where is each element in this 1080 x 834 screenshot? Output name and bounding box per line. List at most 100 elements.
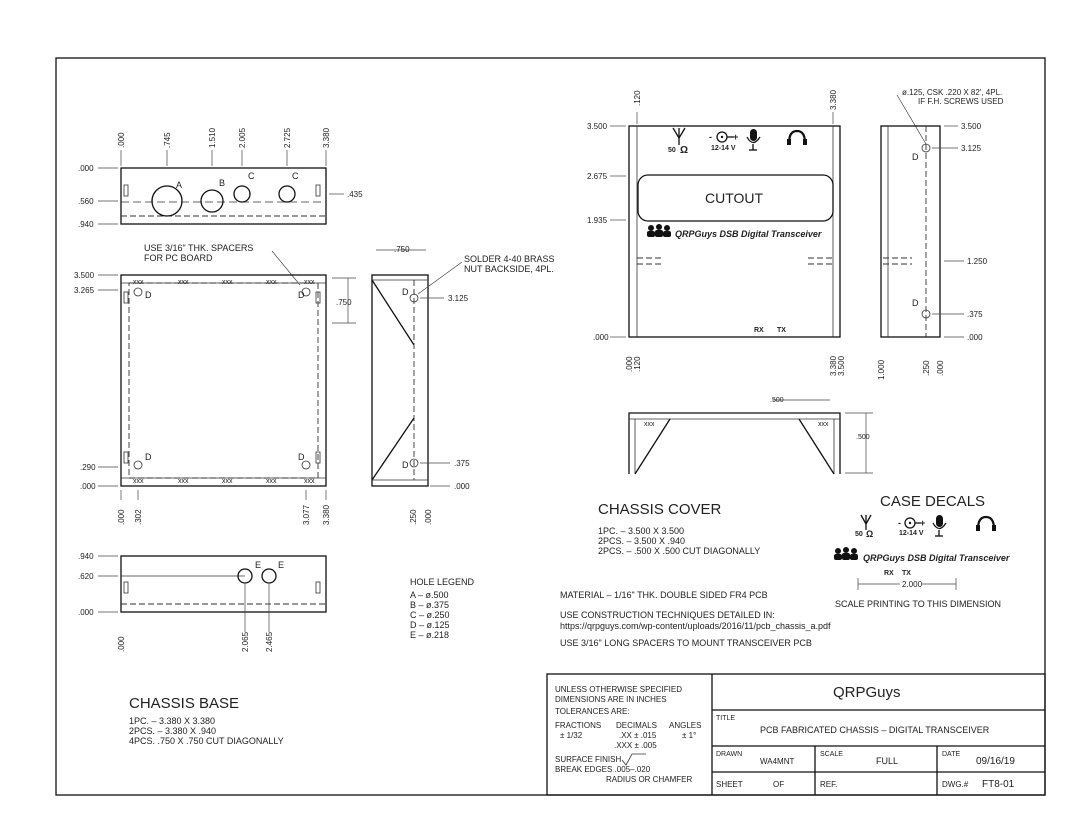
voltage-label: 12-14 V — [711, 145, 736, 152]
side-d-1: D — [912, 152, 919, 162]
gusset-dim-000: .000 — [454, 482, 470, 491]
gusset-d-2: D — [402, 460, 409, 470]
d-label-1: D — [145, 290, 152, 300]
ref-label: REF. — [820, 780, 837, 789]
d-label-2: D — [298, 290, 305, 300]
side-dim-x-2465: 2.465 — [265, 631, 274, 652]
xxx-5: xxx — [304, 279, 315, 286]
title-block: UNLESS OTHERWISE SPECIFIED DIMENSIONS AR… — [546, 673, 1046, 796]
chassis-base-title: CHASSIS BASE — [129, 695, 239, 712]
xxx-3: xxx — [222, 279, 233, 286]
case-decals-block: CASE DECALS 50 Ω - + 12-14 V — [834, 493, 1010, 609]
surface-finish: SURFACE FINISH — [555, 755, 621, 764]
surface-finish-symbol — [621, 753, 646, 766]
sheet-of: OF — [773, 780, 784, 789]
dim-x-745: .745 — [163, 132, 172, 148]
xxx-1: xxx — [133, 279, 144, 286]
hole-legend: HOLE LEGEND A – ø.500 B – ø.375 C – ø.25… — [410, 577, 475, 640]
side-bot-000: .000 — [936, 360, 945, 376]
hole-label-c2: C — [292, 171, 299, 181]
cutout-label: CUTOUT — [705, 190, 764, 206]
ohms-label: 50 — [668, 147, 676, 154]
cover-xxx-2: xxx — [818, 421, 829, 428]
side-dim-620: .620 — [78, 572, 94, 581]
hole-legend-b: B – ø.375 — [410, 600, 449, 610]
decal-ohm-symbol: Ω — [866, 529, 873, 539]
tol-line-1: UNLESS OTHERWISE SPECIFIED — [555, 685, 682, 694]
csk-note-2: IF F.H. SCREWS USED — [918, 97, 1004, 106]
cover-dim-2675: 2.675 — [587, 172, 608, 181]
side-dim-000-r: .000 — [967, 333, 983, 342]
dim-y-560: .560 — [78, 197, 94, 206]
side-dim-940: .940 — [78, 552, 94, 561]
dim-x-2005: 2.005 — [238, 127, 247, 148]
gusset-dim-250: .250 — [409, 509, 418, 525]
xxx-9: xxx — [266, 478, 277, 485]
hole-label-c1: C — [248, 171, 255, 181]
side-d-2: D — [912, 298, 919, 308]
dim-y-000: .000 — [78, 164, 94, 173]
tol-line-2: DIMENSIONS ARE IN INCHES — [555, 695, 667, 704]
dwg-value: FT8-01 — [982, 779, 1015, 790]
note-material: MATERIAL – 1/16" THK. DOUBLE SIDED FR4 P… — [560, 590, 768, 600]
case-decals-title: CASE DECALS — [880, 493, 985, 510]
side-dim-1250: 1.250 — [967, 257, 988, 266]
chassis-base-line-2: 2PCS. – 3.380 X .940 — [129, 726, 216, 736]
decal-brand-text: QRPGuys DSB Digital Transceiver — [863, 553, 1010, 563]
dim-y-000b: .000 — [80, 482, 96, 491]
brand-text: QRPGuys DSB Digital Transceiver — [675, 229, 822, 239]
side-bot-1000: 1.000 — [877, 359, 886, 380]
break-edges: BREAK EDGES .005–.020 — [555, 765, 651, 774]
xxx-10: xxx — [304, 478, 315, 485]
cover-bottom-view: .500 .500 xxx xxx — [628, 397, 873, 475]
tol-value-decimal2: .XX ± .015 — [619, 731, 657, 740]
cover-dim-1935: 1.935 — [587, 216, 608, 225]
chassis-cover-block: CHASSIS COVER 1PC. – 3.500 X 3.500 2PCS.… — [598, 501, 760, 556]
sheet-label: SHEET — [716, 780, 743, 789]
side-dim-375: .375 — [967, 310, 983, 319]
decal-scale-note: SCALE PRINTING TO THIS DIMENSION — [835, 599, 1001, 609]
scale-label: SCALE — [820, 751, 843, 758]
dim-x-3077: 3.077 — [302, 504, 311, 525]
cover-bot-120: .120 — [633, 356, 642, 372]
xxx-4: xxx — [266, 279, 277, 286]
dim-x-3380-base: 3.380 — [322, 504, 331, 525]
tol-header-decimals: DECIMALS — [616, 721, 657, 730]
side-dim-000: .000 — [78, 608, 94, 617]
hole-legend-c: C – ø.250 — [410, 610, 450, 620]
side-dim-3125: 3.125 — [961, 144, 982, 153]
cover-bot-3380: 3.380 — [829, 355, 838, 376]
dim-y-3265: 3.265 — [74, 286, 95, 295]
power-jack-icon: - + — [709, 131, 738, 143]
cover-top-dim-120: .120 — [633, 90, 642, 106]
decal-voltage: 12-14 V — [899, 530, 924, 537]
people-logo-icon — [647, 224, 671, 237]
svg-text:-: - — [709, 132, 712, 142]
dim-x-3380: 3.380 — [322, 127, 331, 148]
xxx-7: xxx — [178, 478, 189, 485]
decal-ohms: 50 — [855, 531, 863, 538]
decal-power-jack-icon: - + — [898, 517, 925, 529]
dim-side-750: .750 — [336, 298, 352, 307]
solder-note-1: SOLDER 4-40 BRASS — [464, 254, 555, 264]
drawn-label: DRAWN — [716, 751, 742, 758]
cover-dim-3500: 3.500 — [587, 122, 608, 131]
dim-x-1510: 1.510 — [208, 127, 217, 148]
cover-top-dim-3380: 3.380 — [829, 89, 838, 110]
tol-line-3: TOLERANCES ARE: — [555, 707, 630, 716]
hole-label-b: B — [219, 178, 225, 188]
base-side-view: E E .940 .620 .000 .000 2.065 2.465 — [78, 552, 327, 652]
spacer-note-2: FOR PC BOARD — [144, 253, 213, 263]
d-label-4: D — [298, 452, 305, 462]
note-url: https://qrpguys.com/wp-content/uploads/2… — [560, 621, 831, 631]
hole-legend-e: E – ø.218 — [410, 630, 449, 640]
chassis-base-line-1: 1PC. – 3.380 X 3.380 — [129, 716, 215, 726]
side-bot-250: .250 — [922, 360, 931, 376]
scale-value: FULL — [876, 756, 898, 766]
xxx-2: xxx — [178, 279, 189, 286]
spacer-note-1: USE 3/16" THK. SPACERS — [144, 243, 253, 253]
microphone-icon — [746, 129, 761, 151]
side-dim-x-2065: 2.065 — [241, 631, 250, 652]
rx-label: RX — [754, 327, 764, 334]
